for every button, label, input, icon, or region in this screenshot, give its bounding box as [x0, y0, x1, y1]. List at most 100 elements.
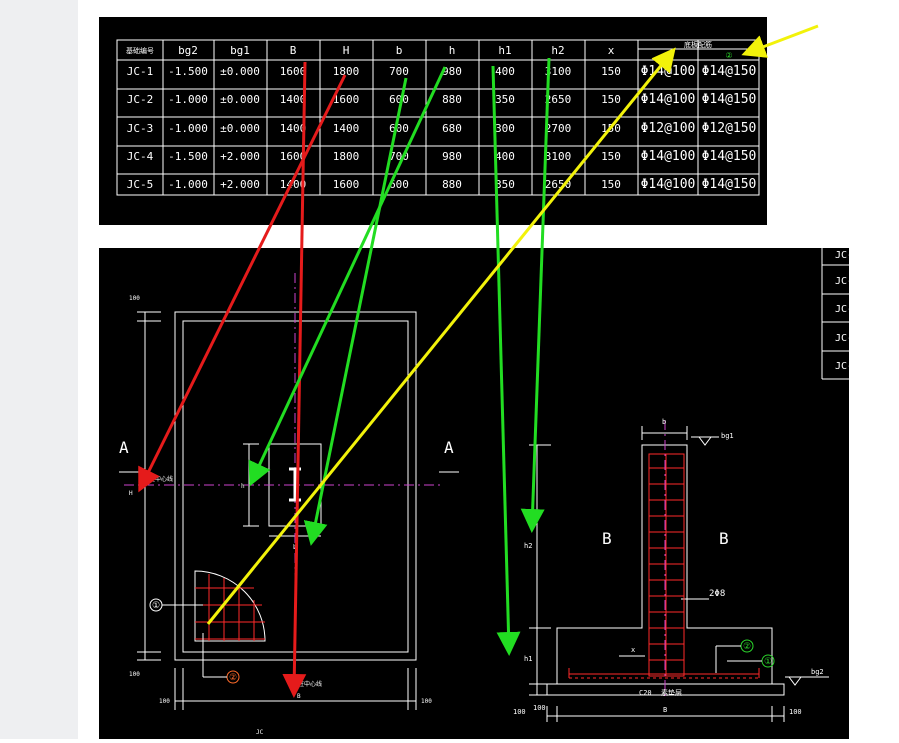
table-cell: 1400 [333, 122, 360, 135]
elev-bg2: bg2 [811, 668, 824, 676]
section-b-left: B [602, 529, 612, 548]
table-cell: 150 [601, 93, 621, 106]
table-cell: 700 [389, 65, 409, 78]
th-h: h [449, 44, 456, 57]
table-cell: 400 [495, 65, 515, 78]
th-rebar-2: ② [725, 51, 732, 60]
th-b: b [396, 44, 403, 57]
table-cell: 1600 [280, 150, 307, 163]
th-h1: h1 [498, 44, 511, 57]
table-cell: 1400 [280, 93, 307, 106]
plan-callout-leaders [149, 598, 240, 684]
elev-mark-bg1 [698, 436, 712, 446]
arrow-rebar-1 [206, 47, 676, 625]
section-b-right: B [719, 529, 729, 548]
stub-label: JC- [835, 333, 849, 344]
table-cell: -1.500 [168, 65, 208, 78]
section-a-right: A [444, 438, 454, 457]
table-cell: 150 [601, 150, 621, 163]
rebar-note: 2Φ8 [709, 589, 725, 599]
plan-dim-h: h [241, 483, 245, 490]
dim-bottom-left-100: 100 [159, 698, 170, 705]
arrow-H-to-plan [138, 74, 347, 493]
table-cell: 150 [601, 178, 621, 191]
table-cell: 600 [389, 93, 409, 106]
table-cell: Φ14@100 [641, 177, 696, 192]
section-callout-2: ② [743, 642, 751, 652]
section-dim-100-left: 100 [513, 708, 526, 716]
dim-left-bottom-100: 100 [129, 671, 140, 678]
section-dim-h1: h1 [524, 655, 532, 663]
table-cell: 1800 [333, 65, 360, 78]
left-gutter [0, 0, 78, 739]
plan-callout-1: ① [152, 601, 160, 611]
table-cell: -1.000 [168, 93, 208, 106]
table-cell: ±0.000 [220, 65, 260, 78]
dim-top-100: 100 [129, 295, 140, 302]
section-dim-B-label: B [663, 706, 667, 714]
section-bottom-dim: 100 [533, 704, 546, 712]
table-cell: 350 [495, 178, 515, 191]
foundation-table-svg: 基础编号 bg2 bg1 B H b h h1 h2 x 底板配筋 ① ② JC… [116, 39, 760, 196]
table-cell: 1400 [280, 178, 307, 191]
table-cell: 1800 [333, 150, 360, 163]
th-B: B [290, 44, 297, 57]
table-cell: ±0.000 [220, 93, 260, 106]
arrow-h1-to-section [491, 65, 521, 656]
section-callout-1: ① [764, 657, 772, 667]
table-cell: 1600 [333, 93, 360, 106]
table-cell: 1400 [280, 122, 307, 135]
table-cell: 680 [442, 122, 462, 135]
th-H: H [343, 44, 350, 57]
stub-label: JC- [835, 304, 849, 315]
table-cell: 1600 [333, 178, 360, 191]
table-cell: 1600 [280, 65, 307, 78]
table-cell: 600 [389, 178, 409, 191]
table-cell: Φ12@100 [641, 121, 696, 136]
table-cell: -1.000 [168, 122, 208, 135]
table-cell: 3100 [545, 150, 572, 163]
section-a-left: A [119, 438, 129, 457]
table-cell: 880 [442, 178, 462, 191]
elev-bg1: bg1 [721, 432, 734, 440]
base-note-2: 素垫层 [661, 688, 682, 697]
table-cell: Φ14@100 [641, 92, 696, 107]
base-note: C20 [639, 689, 652, 697]
th-x: x [608, 44, 615, 57]
table-cell: +2.000 [220, 178, 260, 191]
stub-label: JC- [835, 276, 849, 287]
plan-rebar-quarter [194, 570, 266, 642]
table-cell: 980 [442, 150, 462, 163]
table-cell: Φ14@150 [702, 177, 757, 192]
right-stub-table [821, 248, 849, 380]
stub-label: JC- [835, 361, 849, 372]
table-cell: ±0.000 [220, 122, 260, 135]
elev-mark-bg2 [788, 676, 802, 686]
axis-label-v: 柱中心线 [298, 680, 322, 688]
table-cell: 980 [442, 65, 462, 78]
table-cell: 350 [495, 93, 515, 106]
table-cell: 300 [495, 122, 515, 135]
foundation-drawing-panel: JC- JC- JC- JC- JC- [99, 248, 853, 739]
section-dim-h2: h2 [524, 542, 532, 550]
table-cell: JC-1 [127, 65, 154, 78]
section-dim-b-label: b [662, 418, 666, 426]
table-cell: JC-3 [127, 122, 154, 135]
table-cell: +2.000 [220, 150, 260, 163]
arrow-h2-to-section [520, 57, 551, 533]
axis-label-h: 柱中心线 [149, 475, 173, 483]
arrow-b-to-column [303, 77, 408, 546]
stub-label: JC- [835, 250, 849, 261]
table-cell: Φ12@150 [702, 121, 757, 136]
dim-bottom-right-100: 100 [421, 698, 432, 705]
th-h2: h2 [551, 44, 564, 57]
table-cell: 2700 [545, 122, 572, 135]
th-rebar: 底板配筋 [684, 40, 712, 49]
th-bg2: bg2 [178, 44, 198, 57]
table-cell: -1.000 [168, 178, 208, 191]
plan-dim-b: b [293, 544, 297, 551]
th-bg1: bg1 [230, 44, 250, 57]
section-rebar [568, 453, 760, 679]
table-cell: JC-5 [127, 178, 154, 191]
